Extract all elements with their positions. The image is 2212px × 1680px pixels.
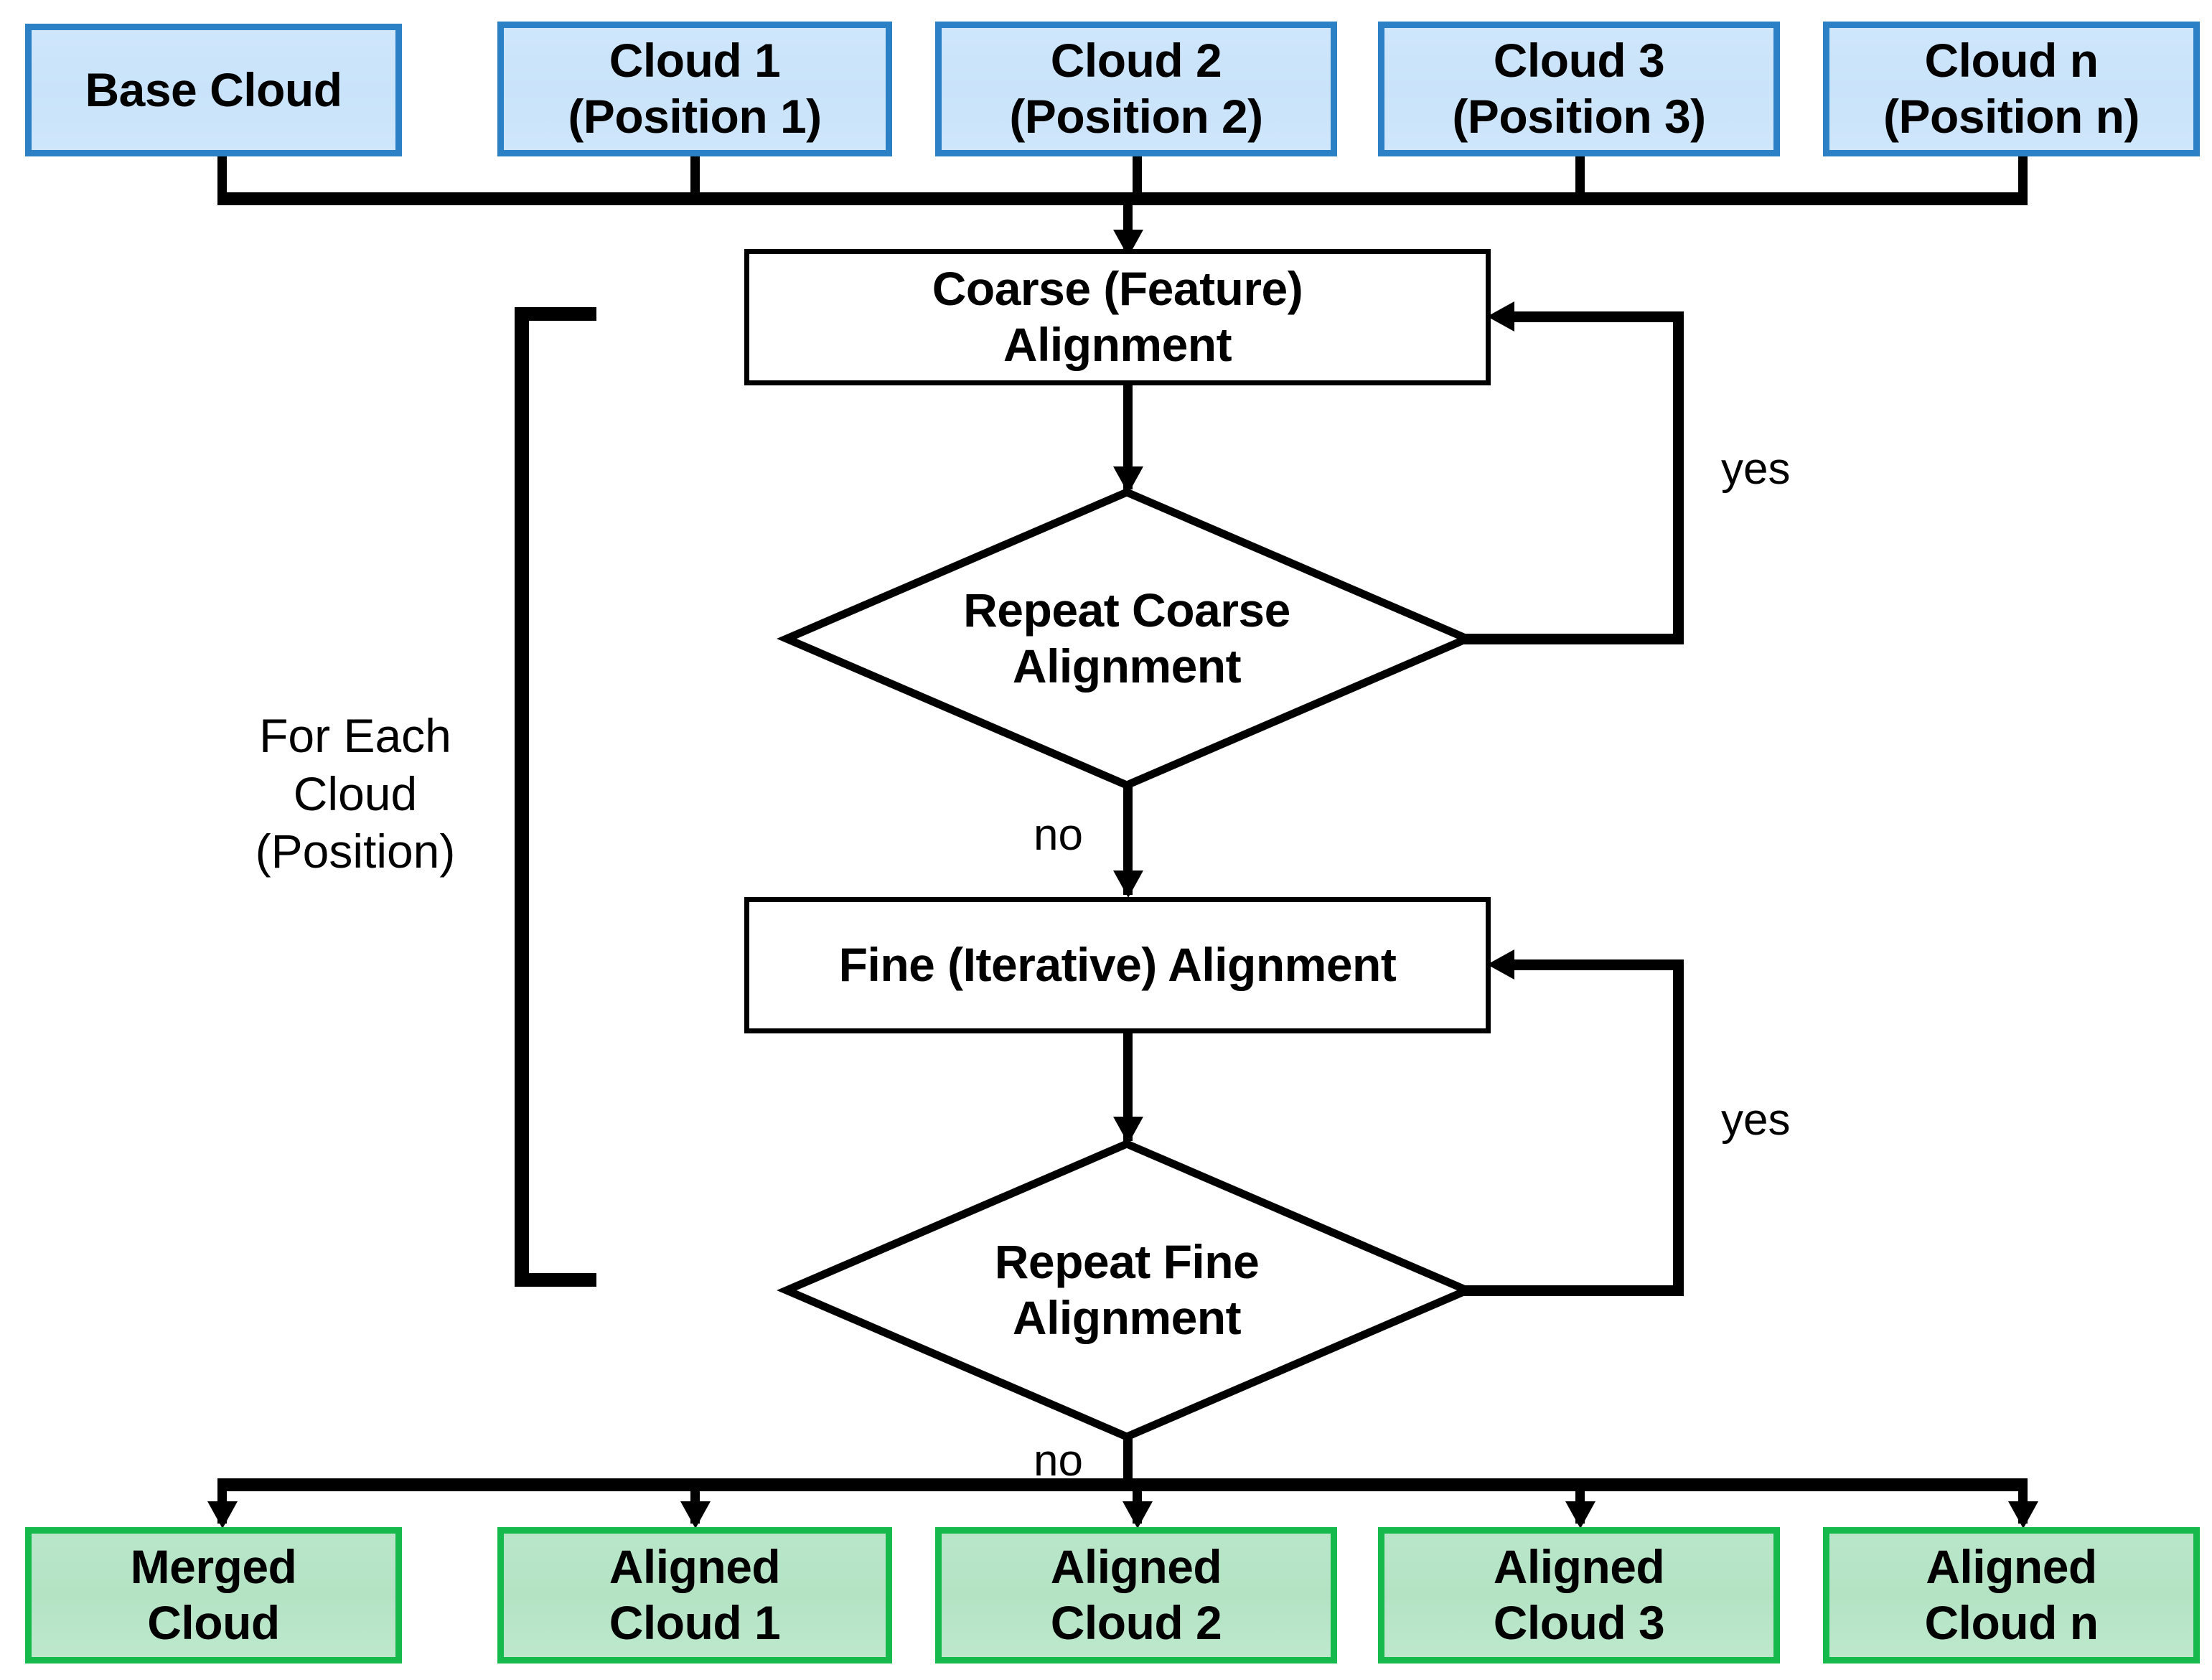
arrow-coarse-yes-into-box: [1487, 301, 1514, 332]
input-node-base-cloud[interactable]: Base Cloud: [25, 24, 402, 156]
edge-label-fine-no: no: [1034, 1436, 1083, 1486]
edge-label-fine-yes: yes: [1721, 1095, 1791, 1145]
output-node-aligned-cloud-1[interactable]: Aligned Cloud 1: [497, 1527, 892, 1663]
edge-label-coarse-yes: yes: [1721, 444, 1791, 494]
decision-node-repeat-coarse[interactable]: Repeat Coarse Alignment: [777, 488, 1477, 789]
connector-base-cloud-stem: [217, 156, 227, 201]
input-node-cloud-2-line1: Cloud 2: [1050, 34, 1222, 88]
connector-fine-no-vertical: [1123, 1435, 1133, 1487]
connector-coarse-yes-horizontal-out: [1464, 634, 1684, 644]
process-node-coarse-alignment-line1: Coarse (Feature): [932, 262, 1303, 316]
for-each-loop-label-line3: (Position): [255, 825, 456, 878]
connector-cloud-n-stem: [2018, 156, 2028, 201]
input-node-cloud-1-line2: (Position 1): [568, 90, 822, 143]
input-node-base-cloud-line1: Base Cloud: [85, 62, 342, 116]
connector-coarse-no-vertical: [1123, 784, 1133, 895]
output-node-aligned-cloud-3-line2: Cloud 3: [1493, 1596, 1665, 1649]
input-node-cloud-2-line2: (Position 2): [1009, 90, 1263, 143]
arrow-fine-to-decision: [1113, 1117, 1143, 1144]
input-node-cloud-1[interactable]: Cloud 1 (Position 1): [497, 22, 892, 156]
input-node-cloud-3[interactable]: Cloud 3 (Position 3): [1378, 22, 1780, 156]
arrow-to-aligned-cloud-n: [2008, 1501, 2038, 1529]
decision-node-repeat-fine[interactable]: Repeat Fine Alignment: [777, 1140, 1477, 1441]
output-node-aligned-cloud-n-line1: Aligned: [1926, 1540, 2097, 1594]
input-node-cloud-1-line1: Cloud 1: [609, 34, 781, 88]
output-node-aligned-cloud-1-line1: Aligned: [609, 1540, 781, 1594]
output-node-merged-cloud[interactable]: Merged Cloud: [25, 1527, 402, 1663]
connector-coarse-to-decision: [1123, 385, 1133, 489]
connector-fine-to-decision: [1123, 1033, 1133, 1141]
output-node-aligned-cloud-3-line1: Aligned: [1493, 1540, 1665, 1594]
process-node-fine-alignment-line1: Fine (Iterative) Alignment: [838, 938, 1397, 992]
arrow-to-aligned-cloud-2: [1123, 1501, 1153, 1529]
for-each-loop-label: For Each Cloud (Position): [205, 707, 506, 881]
input-node-cloud-n-line1: Cloud n: [1924, 34, 2099, 88]
connector-fine-yes-horizontal-out: [1464, 1285, 1684, 1296]
input-node-cloud-n-line2: (Position n): [1883, 90, 2140, 143]
output-node-aligned-cloud-2-line2: Cloud 2: [1050, 1596, 1222, 1649]
connector-coarse-yes-vertical: [1673, 311, 1684, 644]
input-node-cloud-2[interactable]: Cloud 2 (Position 2): [935, 22, 1337, 156]
arrow-to-merged-cloud: [207, 1501, 238, 1529]
connector-fine-yes-vertical: [1673, 959, 1684, 1296]
connector-output-split-bar: [217, 1478, 2028, 1491]
output-node-aligned-cloud-n[interactable]: Aligned Cloud n: [1823, 1527, 2200, 1663]
arrow-fine-yes-into-box: [1487, 949, 1514, 980]
connector-coarse-yes-horizontal-in: [1514, 311, 1684, 322]
for-each-loop-bracket: [513, 307, 599, 1287]
arrow-to-aligned-cloud-1: [680, 1501, 711, 1529]
for-each-loop-label-line1: For Each: [259, 709, 451, 762]
arrow-coarse-no-to-fine: [1113, 870, 1143, 898]
output-node-merged-cloud-line2: Cloud: [147, 1596, 280, 1649]
connector-fine-yes-horizontal-in: [1514, 959, 1684, 970]
connector-cloud-2-stem: [1133, 156, 1142, 201]
output-node-aligned-cloud-n-line2: Cloud n: [1924, 1596, 2099, 1649]
arrow-to-aligned-cloud-3: [1565, 1501, 1595, 1529]
connector-cloud-1-stem: [690, 156, 700, 201]
input-node-cloud-3-line2: (Position 3): [1452, 90, 1706, 143]
input-node-cloud-n[interactable]: Cloud n (Position n): [1823, 22, 2200, 156]
process-node-coarse-alignment[interactable]: Coarse (Feature) Alignment: [744, 249, 1491, 385]
input-node-cloud-3-line1: Cloud 3: [1493, 34, 1665, 88]
output-node-aligned-cloud-3[interactable]: Aligned Cloud 3: [1378, 1527, 1780, 1663]
edge-label-coarse-no: no: [1034, 810, 1083, 860]
output-node-merged-cloud-line1: Merged: [130, 1540, 297, 1594]
output-node-aligned-cloud-2-line1: Aligned: [1050, 1540, 1222, 1594]
output-node-aligned-cloud-1-line2: Cloud 1: [609, 1596, 781, 1649]
for-each-loop-label-line2: Cloud: [293, 766, 418, 820]
output-node-aligned-cloud-2[interactable]: Aligned Cloud 2: [935, 1527, 1337, 1663]
process-node-fine-alignment[interactable]: Fine (Iterative) Alignment: [744, 897, 1491, 1033]
connector-cloud-3-stem: [1575, 156, 1585, 201]
connector-input-merge-bar: [217, 192, 2028, 205]
process-node-coarse-alignment-line2: Alignment: [1003, 318, 1232, 371]
